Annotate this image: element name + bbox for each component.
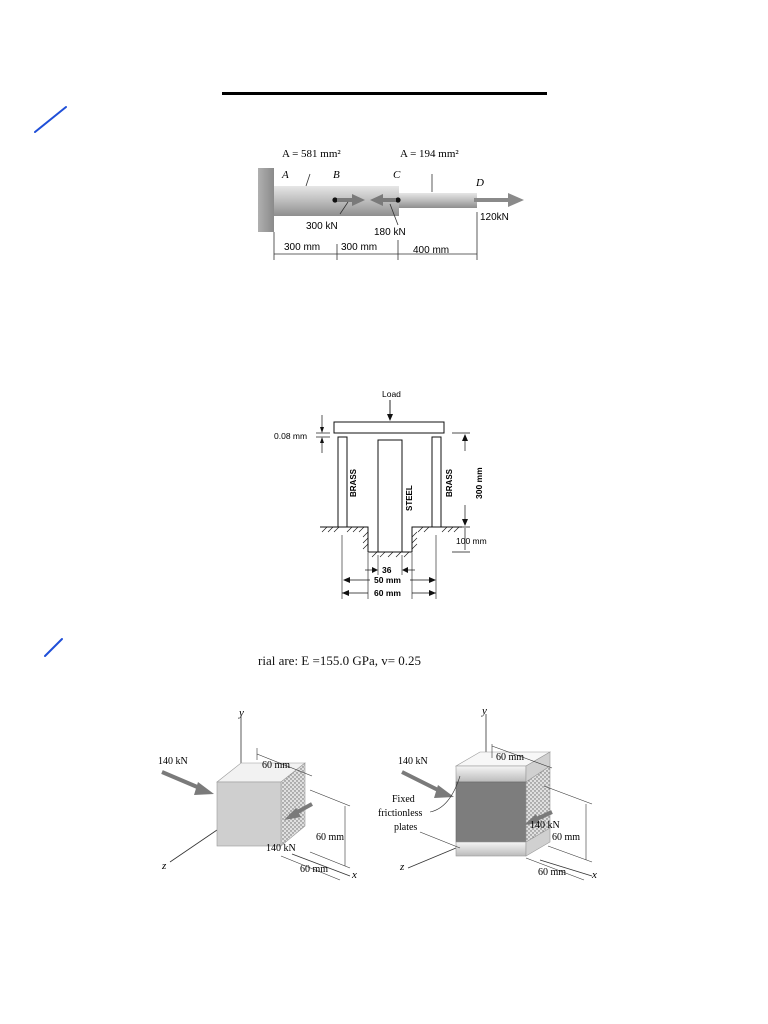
dim-inner-label: 36: [382, 565, 392, 575]
area-left-label: A = 581 mm²: [282, 148, 341, 160]
point-d-label: D: [475, 177, 484, 189]
axis-z-label: z: [161, 860, 167, 872]
load-out-label: 140 kN: [530, 820, 560, 831]
plates-label-line-2: frictionless: [378, 808, 423, 819]
dim-mid-label: 50 mm: [374, 575, 401, 585]
cube-figure-right: y z x 140 kN 140 kN Fixed frictionless p…: [378, 705, 597, 881]
fixed-wall: [258, 168, 274, 232]
axis-y-label: y: [238, 707, 244, 719]
axis-x-label: x: [351, 869, 357, 881]
dim-right-label: 60 mm: [316, 832, 344, 843]
load-c-label: 180 kN: [374, 227, 406, 238]
load-in-label: 140 kN: [158, 756, 188, 767]
dim-bottom-label: 60 mm: [300, 864, 328, 875]
dim-right-label: 60 mm: [552, 832, 580, 843]
plates-label-line-1: Fixed: [392, 794, 415, 805]
center-post-label: STEEL: [405, 485, 414, 511]
rod-segment-cd: [399, 193, 477, 208]
load-out-label: 140 kN: [266, 843, 296, 854]
dim-2-label: 300 mm: [341, 242, 377, 253]
gap-label: 0.08 mm: [274, 431, 307, 441]
material-properties-text: rial are: E =155.0 GPa, v= 0.25: [258, 653, 422, 668]
right-post-label: BRASS: [445, 468, 454, 497]
area-right-label: A = 194 mm²: [400, 148, 459, 160]
dim-outer-label: 60 mm: [374, 588, 401, 598]
cube-figure-left: y z x 140 kN 140 kN 60 mm 60 mm 60 mm: [158, 707, 357, 881]
axis-z-label: z: [399, 861, 405, 873]
load-d-label: 120kN: [480, 212, 509, 223]
plates-label-line-3: plates: [394, 822, 417, 833]
height-label: 300 mm: [474, 467, 484, 499]
load-label: Load: [382, 389, 401, 399]
load-in-label: 140 kN: [398, 756, 428, 767]
dim-1-label: 300 mm: [284, 242, 320, 253]
left-post-label: BRASS: [349, 468, 358, 497]
dim-top-label: 60 mm: [262, 760, 290, 771]
point-c-label: C: [393, 169, 401, 181]
dim-bottom-label: 60 mm: [538, 867, 566, 878]
axis-x-label: x: [591, 869, 597, 881]
dim-top-label: 60 mm: [496, 752, 524, 763]
brass-steel-figure: Load 0.08 mm BRASS STEEL BRASS 300 mm 10: [274, 389, 487, 599]
point-b-label: B: [333, 169, 340, 181]
axis-y-label: y: [481, 705, 487, 717]
pen-mark-icon: [44, 638, 63, 657]
dim-3-label: 400 mm: [413, 245, 449, 256]
load-b-label: 300 kN: [306, 221, 338, 232]
depth-label: 100 mm: [456, 536, 487, 546]
stepped-rod-figure: A = 581 mm² A = 194 mm² A B C D 300 kN 1…: [258, 148, 524, 260]
pen-mark-icon: [34, 106, 67, 133]
point-a-label: A: [281, 169, 289, 181]
header-rule: [222, 92, 547, 95]
